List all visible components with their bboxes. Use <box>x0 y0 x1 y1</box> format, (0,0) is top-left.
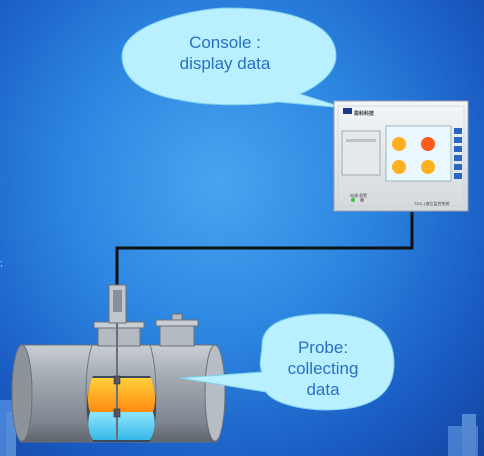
power-led-icon <box>351 198 355 202</box>
fuel-layer <box>87 378 156 412</box>
console-callout-bubble <box>121 7 346 109</box>
tank-indicator-4 <box>421 160 435 174</box>
probe-callout-line-2: collecting <box>287 359 359 378</box>
console-callout-line-1: Console : <box>189 33 261 52</box>
control-keys <box>454 128 462 179</box>
manhole-right <box>155 313 199 347</box>
building-silhouettes <box>0 400 478 456</box>
probe-callout-line-3: data <box>306 380 340 399</box>
tank-indicator-1 <box>392 137 406 151</box>
storage-tank <box>11 284 226 443</box>
device-brand-label: 思科科技 <box>354 111 375 117</box>
tank-indicator-3 <box>392 160 406 174</box>
probe-callout-text: Probe: collecting data <box>268 337 378 400</box>
console-callout-text: Console : display data <box>150 32 300 74</box>
signal-cable <box>115 212 414 286</box>
probe-rod <box>108 284 127 440</box>
device-model-label: TDS-1液位监控系统 <box>414 201 450 206</box>
device-status-labels: 电源 报警 <box>350 193 368 198</box>
probe-float-2 <box>113 408 121 418</box>
probe-callout-bubble <box>179 313 395 411</box>
console-device <box>333 100 469 212</box>
logo-icon <box>343 108 352 114</box>
console-callout-line-2: display data <box>179 54 271 73</box>
printer-slot <box>341 130 381 176</box>
side-mark: ; <box>0 258 3 268</box>
probe-callout-line-1: Probe: <box>297 338 349 357</box>
tank-indicator-2 <box>421 137 435 151</box>
alarm-led-icon <box>360 198 364 202</box>
probe-float-1 <box>113 375 121 385</box>
water-layer <box>88 412 155 440</box>
manhole-left <box>93 321 145 347</box>
